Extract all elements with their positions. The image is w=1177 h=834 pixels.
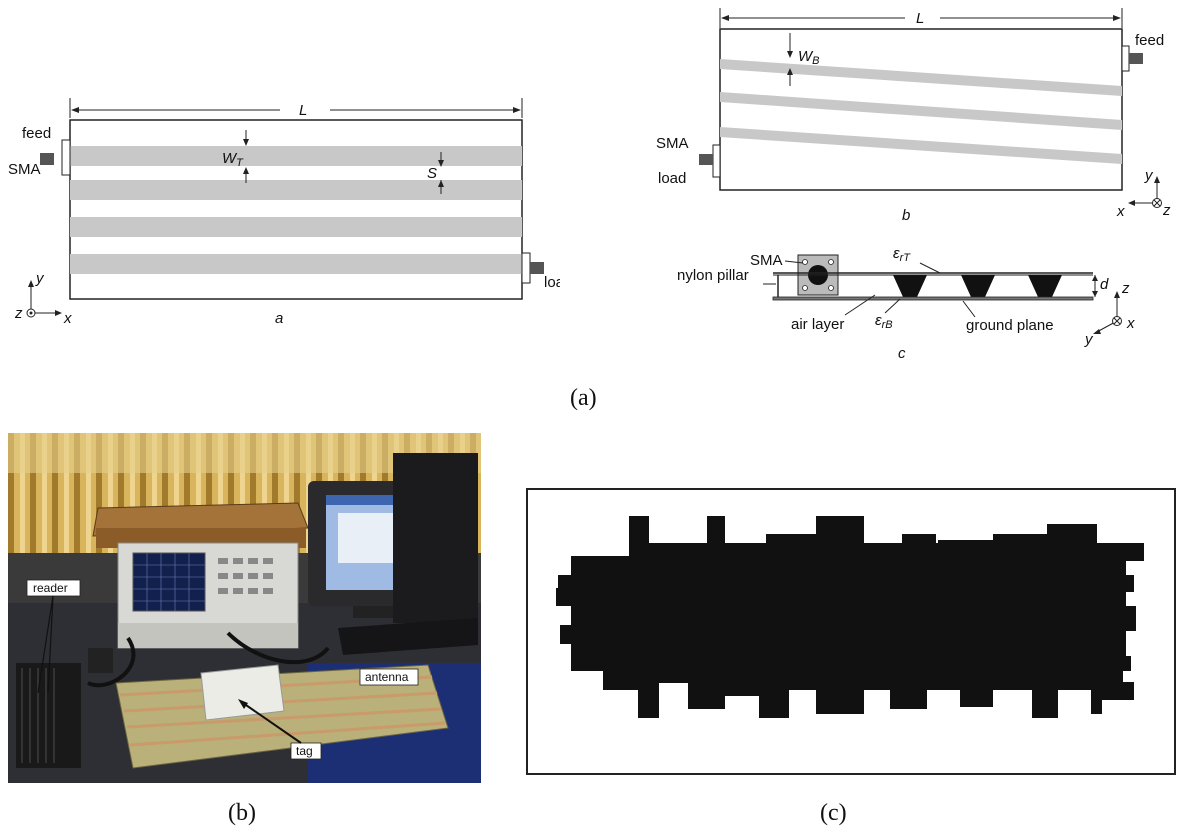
slanted-strip-1	[720, 59, 1122, 96]
feed-label: feed	[22, 125, 51, 142]
dielectric-block-2	[961, 275, 995, 297]
axis-y-label: y	[1144, 167, 1154, 184]
feed-label: feed	[1135, 32, 1164, 49]
lab-setup-photo: reader antenna tag	[8, 433, 481, 783]
strip-1	[70, 146, 522, 166]
strip-2	[70, 180, 522, 200]
sma-label: SMA	[750, 252, 783, 269]
sublabel-a: a	[275, 310, 283, 327]
tag-geometry	[526, 488, 1176, 775]
diagram-b: L WB feed SMA load y x z b	[656, 8, 1171, 224]
eps-rt-label: εrT	[893, 245, 911, 264]
caption-a: (a)	[570, 385, 597, 411]
eps-rb-label: εrB	[875, 312, 893, 331]
slanted-strip-2	[720, 92, 1122, 130]
dielectric-block-1	[893, 275, 927, 297]
height-d-label: d	[1100, 276, 1109, 293]
sublabel-b: b	[902, 207, 910, 224]
axis-z-label: z	[1121, 280, 1130, 297]
axis-z-label: z	[1162, 202, 1171, 219]
load-hatch	[699, 154, 713, 165]
axis-y-label: y	[1084, 331, 1094, 348]
sma-connector-load	[712, 144, 721, 178]
strip-3	[70, 217, 522, 237]
feed-hatch	[40, 153, 54, 165]
load-label: load	[658, 170, 686, 187]
sublabel-c: c	[898, 345, 906, 362]
spacing-s-label: S	[427, 165, 437, 182]
ground-plane	[772, 296, 1094, 301]
nylon-pillar-label: nylon pillar	[677, 267, 749, 284]
caption-c: (c)	[820, 800, 847, 826]
strip-4	[70, 254, 522, 274]
axis-x-label: x	[1116, 203, 1125, 220]
reader-label: reader	[33, 581, 68, 595]
axis-z-label: z	[14, 305, 23, 322]
keyboard	[338, 618, 478, 655]
dielectric-block-3	[1028, 275, 1062, 297]
diagram-a: L feed SMA WT S load y z x a	[8, 98, 560, 327]
dimension-L-label: L	[299, 102, 307, 119]
air-layer-label: air layer	[791, 316, 844, 333]
axis-x-label: x	[1126, 315, 1135, 332]
feed-hatch	[1129, 53, 1143, 64]
width-wb-label: WB	[798, 48, 820, 67]
slanted-strip-3	[720, 127, 1122, 164]
sma-connector-feed	[1121, 45, 1130, 72]
axis-x-label: x	[63, 310, 72, 327]
load-hatch	[530, 262, 544, 274]
sma-label: SMA	[656, 135, 689, 152]
pc-tower	[393, 453, 478, 623]
width-wt-label: WT	[222, 150, 244, 169]
tag-label: tag	[296, 744, 313, 758]
load-label: load	[544, 274, 560, 291]
rfid-tag-card	[200, 664, 285, 721]
analyzer-screen	[132, 552, 206, 612]
diagram-c: SMA d εrT nylon pillar air layer εrB gro…	[677, 245, 1135, 362]
ground-plane-label: ground plane	[966, 317, 1054, 334]
tag-pixel-pattern	[556, 516, 1144, 718]
sma-connector-feed	[61, 139, 71, 176]
sma-connector-load	[521, 252, 531, 284]
dimension-L-label: L	[916, 10, 924, 27]
caption-b: (b)	[228, 800, 256, 826]
axis-y-label: y	[35, 270, 45, 287]
antenna-label: antenna	[365, 670, 409, 684]
sma-label: SMA	[8, 161, 41, 178]
